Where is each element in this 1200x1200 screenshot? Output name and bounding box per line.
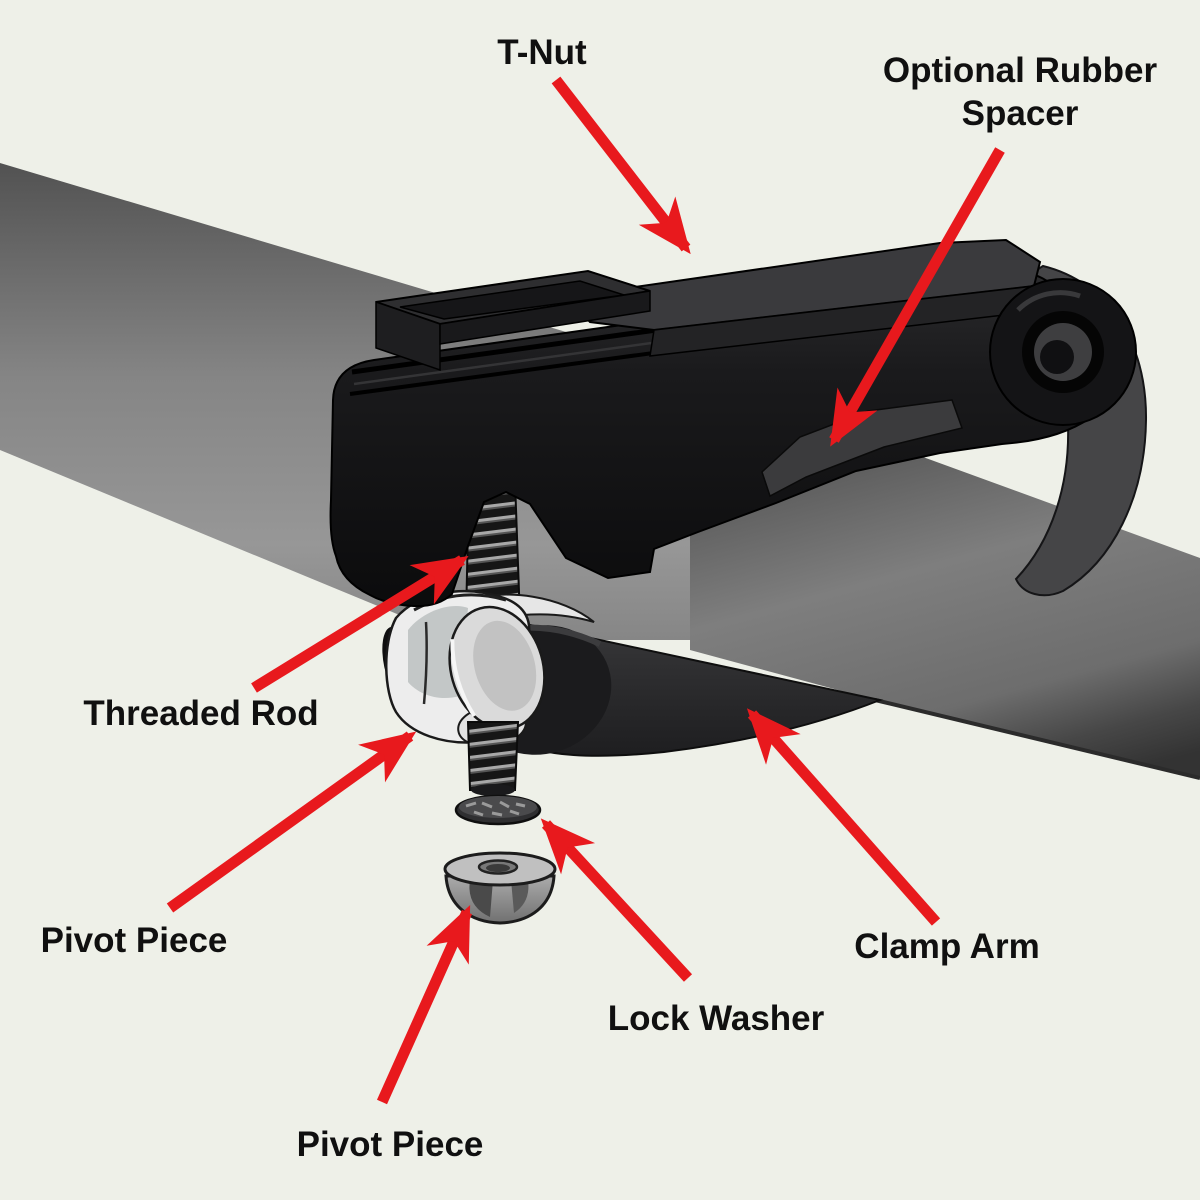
label-optional-rubber-spacer: Optional Rubber Spacer	[882, 51, 1158, 133]
arrow-clamp-arm	[746, 708, 941, 926]
t-nut-recess	[399, 280, 625, 320]
dome-slot-right	[511, 880, 529, 913]
pivot-hole	[1040, 340, 1074, 374]
pivot-piece-dome	[443, 851, 557, 925]
label-threaded-rod: Threaded Rod	[83, 694, 319, 733]
clevis-slot-seam-left	[422, 621, 428, 705]
t-nut-plate	[375, 269, 651, 372]
pivot-piece-clevis	[382, 589, 595, 748]
arrow-lock-washer	[540, 818, 693, 982]
dome-slot-left	[469, 880, 493, 917]
label-pivot-piece-left: Pivot Piece	[40, 921, 228, 960]
arrow-pivot-piece-bottom	[376, 904, 473, 1105]
label-pivot-piece-bottom: Pivot Piece	[296, 1125, 484, 1164]
annotation-arrows	[166, 76, 1005, 1105]
rubber-spacer-wedge	[761, 399, 963, 498]
dome-center-hole-inner	[486, 864, 510, 872]
arrow-rubber-spacer	[829, 147, 1005, 447]
threaded-rod-tip	[471, 784, 515, 796]
washer-serration	[465, 800, 526, 817]
label-lock-washer: Lock Washer	[607, 999, 825, 1038]
pivot-boss	[989, 278, 1137, 426]
label-clamp-arm: Clamp Arm	[854, 927, 1040, 966]
clevis-collar	[448, 605, 546, 731]
rail-bottom-edge	[874, 698, 1200, 780]
arrow-t-nut	[551, 76, 691, 255]
label-t-nut: T-Nut	[497, 33, 587, 72]
threaded-rod-lower	[466, 721, 520, 791]
lock-washer-part	[454, 794, 542, 826]
arrow-threaded-rod	[251, 555, 469, 693]
arrow-pivot-piece-left	[166, 731, 417, 913]
